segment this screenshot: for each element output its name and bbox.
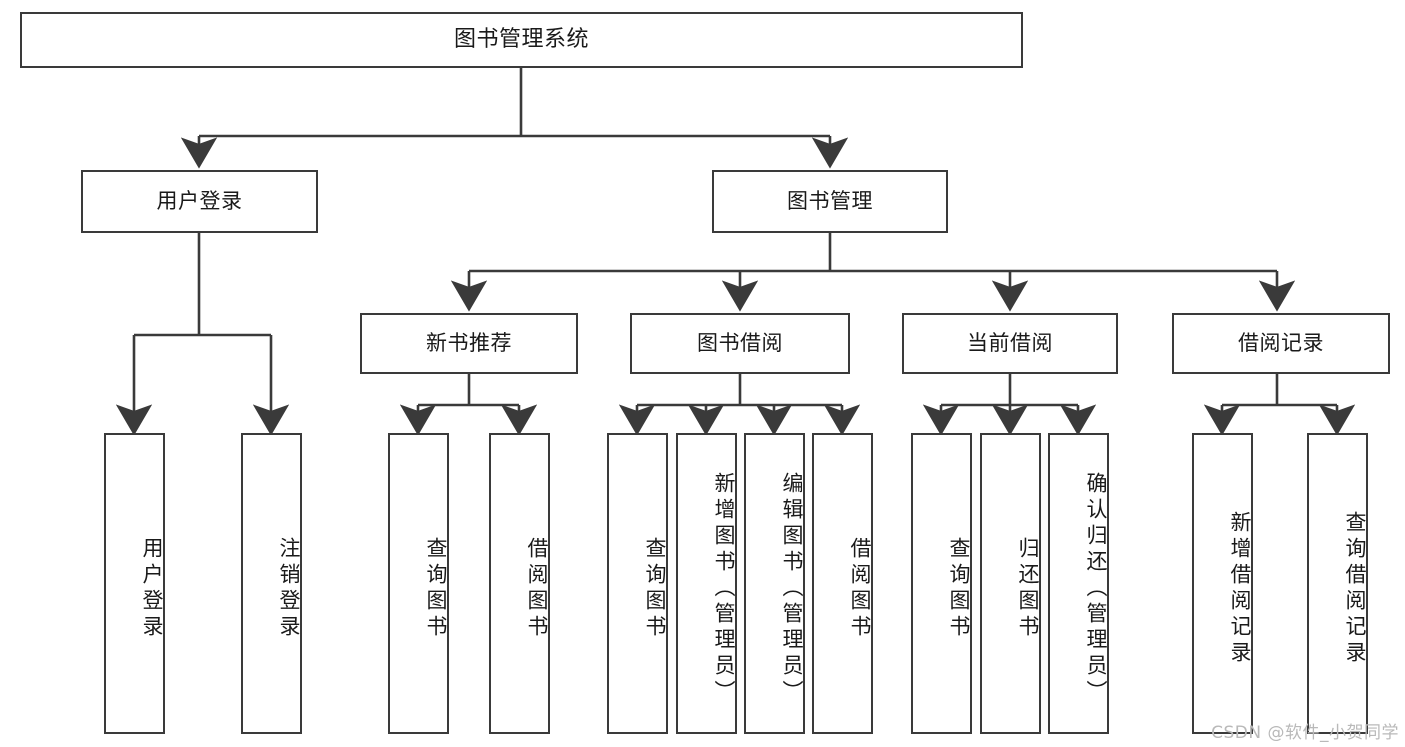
node-label: 确认归还（管理员）: [1084, 471, 1108, 706]
leaf-nb-borrow-book[interactable]: 借阅图书: [489, 433, 550, 734]
node-label: 查询图书: [947, 536, 971, 641]
node-label: 查询图书: [424, 536, 448, 641]
node-book-management[interactable]: 图书管理: [712, 170, 948, 233]
leaf-br-add-record[interactable]: 新增借阅记录: [1192, 433, 1253, 734]
node-label: 用户登录: [140, 536, 164, 641]
node-label: 借阅记录: [1238, 330, 1324, 355]
node-label: 编辑图书（管理员）: [780, 471, 804, 706]
node-label: 借阅图书: [525, 536, 549, 641]
node-label: 查询借阅记录: [1343, 510, 1367, 667]
node-label: 新书推荐: [426, 330, 512, 355]
node-label: 图书借阅: [697, 330, 783, 355]
leaf-cb-return-book[interactable]: 归还图书: [980, 433, 1041, 734]
node-root-system[interactable]: 图书管理系统: [20, 12, 1023, 68]
node-current-borrow[interactable]: 当前借阅: [902, 313, 1118, 374]
node-label: 图书管理系统: [453, 26, 589, 52]
leaf-cb-confirm-return-admin[interactable]: 确认归还（管理员）: [1048, 433, 1109, 734]
leaf-bb-borrow-book[interactable]: 借阅图书: [812, 433, 873, 734]
node-label: 图书管理: [787, 188, 873, 213]
leaf-cb-query-book[interactable]: 查询图书: [911, 433, 972, 734]
node-user-login[interactable]: 用户登录: [81, 170, 318, 233]
node-book-borrow[interactable]: 图书借阅: [630, 313, 850, 374]
leaf-nb-query-book[interactable]: 查询图书: [388, 433, 449, 734]
node-label: 新增借阅记录: [1228, 510, 1252, 667]
leaf-logout[interactable]: 注销登录: [241, 433, 302, 734]
node-label: 注销登录: [277, 536, 301, 641]
node-borrow-record[interactable]: 借阅记录: [1172, 313, 1390, 374]
csdn-watermark: CSDN @软件_小贺同学: [1211, 723, 1399, 743]
leaf-br-query-record[interactable]: 查询借阅记录: [1307, 433, 1368, 734]
leaf-bb-edit-book-admin[interactable]: 编辑图书（管理员）: [744, 433, 805, 734]
node-label: 新增图书（管理员）: [712, 471, 736, 706]
leaf-bb-add-book-admin[interactable]: 新增图书（管理员）: [676, 433, 737, 734]
node-new-book-recommend[interactable]: 新书推荐: [360, 313, 578, 374]
leaf-user-login[interactable]: 用户登录: [104, 433, 165, 734]
node-label: 当前借阅: [967, 330, 1053, 355]
leaf-bb-query-book[interactable]: 查询图书: [607, 433, 668, 734]
node-label: 查询图书: [643, 536, 667, 641]
node-label: 用户登录: [156, 188, 243, 213]
node-label: 借阅图书: [848, 536, 872, 641]
node-label: 归还图书: [1016, 536, 1040, 641]
